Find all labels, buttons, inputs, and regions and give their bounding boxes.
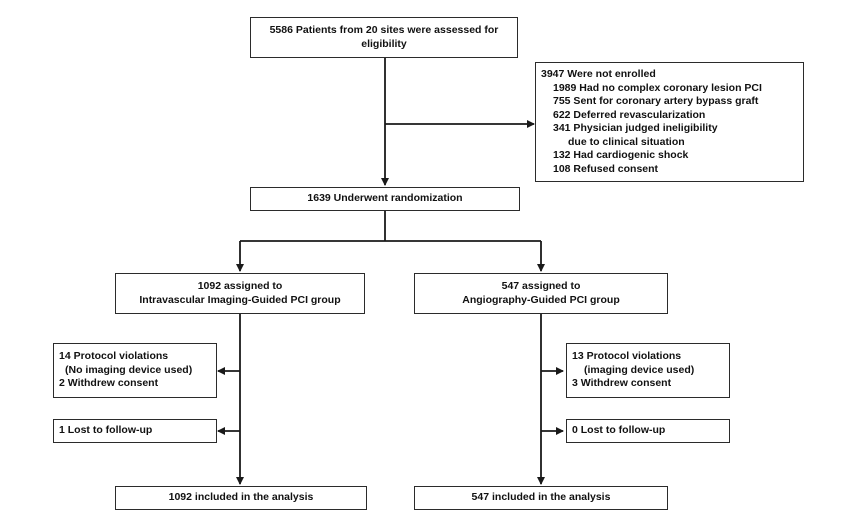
imaging-analysis-label: 1092 included in the analysis <box>168 491 314 504</box>
angio-violations-box: 13 Protocol violations (imaging device u… <box>566 343 730 398</box>
imaging-arm-assigned-box: 1092 assigned to Intravascular Imaging-G… <box>115 273 365 314</box>
imaging-violations-line-3: 2 Withdrew consent <box>59 377 159 390</box>
exclusion-reason: 755 Sent for coronary artery bypass graf… <box>553 95 759 107</box>
imaging-lost-label: 1 Lost to follow-up <box>59 424 153 437</box>
angio-arm-assigned-line-1: 547 assigned to <box>501 280 581 292</box>
imaging-arm-assigned-line-1: 1092 assigned to <box>197 280 283 292</box>
angio-violations-line-3: 3 Withdrew consent <box>572 377 672 390</box>
angio-analysis-label: 547 included in the analysis <box>471 491 611 504</box>
imaging-lost-box: 1 Lost to follow-up <box>53 419 217 443</box>
angio-violations-line-2: (imaging device used) <box>584 363 695 376</box>
angio-analysis-box: 547 included in the analysis <box>414 486 668 510</box>
exclusion-reason-continued: due to clinical situation <box>568 135 685 148</box>
exclusion-reason: 132 Had cardiogenic shock <box>553 149 689 161</box>
not-enrolled-box: 3947 Were not enrolled 1989 Had no compl… <box>535 62 804 182</box>
exclusion-reason: 622 Deferred revascularization <box>553 108 706 121</box>
angio-lost-label: 0 Lost to follow-up <box>572 424 666 437</box>
angio-arm-assigned-box: 547 assigned to Angiography-Guided PCI g… <box>414 273 668 314</box>
screening-box: 5586 Patients from 20 sites were assesse… <box>250 17 518 58</box>
imaging-violations-line-2: (No imaging device used) <box>65 363 193 376</box>
angio-violations-line-1: 13 Protocol violations <box>572 350 682 363</box>
exclusion-reason: 1989 Had no complex coronary lesion PCI <box>553 81 762 94</box>
randomization-box: 1639 Underwent randomization <box>250 187 520 211</box>
not-enrolled-title: 3947 Were not enrolled <box>541 68 656 80</box>
imaging-violations-box: 14 Protocol violations (No imaging devic… <box>53 343 217 398</box>
imaging-analysis-box: 1092 included in the analysis <box>115 486 367 510</box>
imaging-violations-line-1: 14 Protocol violations <box>59 350 169 363</box>
imaging-arm-assigned-line-2: Intravascular Imaging-Guided PCI group <box>139 293 341 306</box>
exclusion-reason: 341 Physician judged ineligibility <box>553 122 718 134</box>
angio-lost-box: 0 Lost to follow-up <box>566 419 730 443</box>
randomization-label: 1639 Underwent randomization <box>307 192 463 205</box>
screening-line-1: 5586 Patients from 20 sites were assesse… <box>269 24 499 36</box>
exclusion-reason: 108 Refused consent <box>553 162 659 175</box>
angio-arm-assigned-line-2: Angiography-Guided PCI group <box>462 293 620 306</box>
screening-line-2: eligibility <box>361 37 407 50</box>
